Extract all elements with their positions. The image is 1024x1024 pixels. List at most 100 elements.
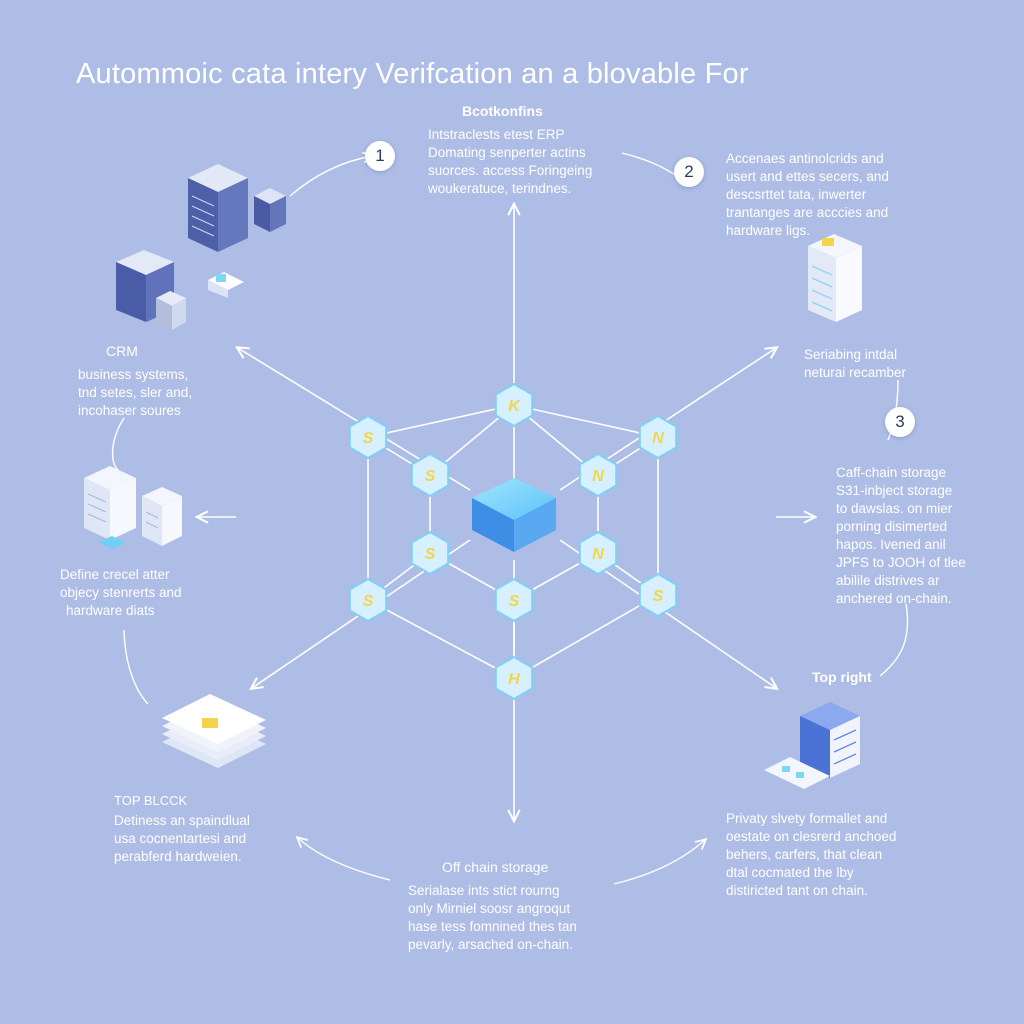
hex-shape (494, 655, 534, 701)
hex-label: N (652, 430, 664, 447)
hex-label: S (363, 430, 374, 447)
hex-label: S (653, 588, 664, 605)
hex-shape (348, 414, 388, 460)
block-right-line: porning disimerted (836, 519, 948, 534)
block-top-right-line: trantanges are acccies and (726, 205, 889, 220)
block-bottom-left: TOP BLCCK Detiness an spaindlual usa coc… (114, 792, 250, 866)
block-bottom-left-line: usa cocnentartesi and (114, 831, 247, 846)
lattice-edge (513, 594, 659, 679)
hex-shape (578, 530, 618, 576)
block-mid-right-line: neturai recamber (804, 365, 907, 380)
block-crm-heading: CRM (106, 343, 138, 359)
block-bottom-line: only Mirniel soosr angroqut (408, 901, 571, 916)
hex-shape (494, 577, 534, 623)
block-left-line: hardware diats (66, 603, 155, 618)
hex-node: S (348, 577, 388, 623)
block-bottom-right: Privaty slvety formallet and oestate on … (726, 810, 896, 900)
block-crm: CRM business systems, tnd setes, sler an… (78, 342, 192, 420)
block-bottom-heading: Off chain storage (442, 859, 549, 875)
server-stack-icon (188, 164, 286, 252)
lattice-edge (367, 404, 515, 438)
hex-shape (410, 530, 450, 576)
block-bottom-right-heading-wrap: Top right (812, 668, 872, 692)
hex-node: S (410, 530, 450, 576)
block-bottom-line: pevarly, arsached on-chain. (408, 937, 573, 952)
lattice-edge (367, 599, 515, 679)
block-right-line: to dawslas. on mier (836, 501, 953, 516)
hex-node: S (638, 572, 678, 618)
block-top-line: Intstraclests etest ERP (428, 127, 565, 142)
block-bottom-right-line: Privaty slvety formallet and (726, 811, 888, 826)
block-mid-right: Seriabing intdal neturai recamber (804, 346, 906, 382)
block-crm-line: incohaser soures (78, 403, 181, 418)
block-top-right-line: hardware ligs. (726, 223, 811, 238)
block-top-right-line: descsrttet tata, inwerter (726, 187, 867, 202)
curve-left-2 (123, 629, 149, 705)
block-left-line: Define crecel atter (60, 567, 170, 582)
hex-node: N (578, 452, 618, 498)
server-stack-icon (84, 466, 182, 549)
block-top-right-line: Accenaes antinolcrids and (726, 151, 884, 166)
hex-node: K (494, 382, 534, 428)
data-cube-icon (472, 478, 556, 552)
block-right-line: abilile distrives ar (836, 573, 940, 588)
block-right-line: anchered on-chain. (836, 591, 952, 606)
block-right-line: hapos. Ivened anil (836, 537, 946, 552)
hex-label: S (509, 593, 520, 610)
block-top-line: Domating senperter actins (428, 145, 586, 160)
hex-shape (348, 577, 388, 623)
block-bottom-right-line: oestate on clesrerd anchoed (726, 829, 897, 844)
block-bottom-right-line: behers, carfers, that clean (726, 847, 883, 862)
curve-bottom-right (613, 840, 705, 885)
step-badge-3: 3 (885, 407, 915, 437)
block-left: Define crecel atter objecy stenrerts and… (60, 566, 182, 620)
block-right-line: S31-inbject storage (836, 483, 953, 498)
block-right: Caff-chain storage S31-inbject storage t… (836, 464, 966, 608)
hex-node: S (410, 452, 450, 498)
server-rack-icon (808, 234, 862, 322)
hex-label: N (592, 546, 604, 563)
block-bottom-right-line: distiricted tant on chain. (726, 883, 868, 898)
curve-left-1 (111, 417, 125, 471)
hex-node: N (578, 530, 618, 576)
building-icon (116, 250, 244, 330)
block-top: Bcotkonfins Intstraclests etest ERP Doma… (428, 102, 592, 198)
block-crm-line: business systems, (78, 367, 189, 382)
page-title: Autommoic cata intery Verifcation an a b… (76, 58, 749, 90)
hex-nodes: K S N S N S H S N S S (348, 382, 678, 701)
hex-shape (638, 414, 678, 460)
block-crm-line: tnd setes, sler and, (78, 385, 193, 400)
hex-shape (578, 452, 618, 498)
lattice-edge (513, 404, 659, 438)
block-bottom-left-line: perabferd hardweien. (114, 849, 242, 864)
hex-label: S (363, 593, 374, 610)
block-mid-right-line: Seriabing intdal (804, 347, 898, 362)
block-top-line: woukeratuce, terindnes. (428, 181, 572, 196)
block-right-line: JPFS to JOOH of tlee (836, 555, 966, 570)
hex-node: S (348, 414, 388, 460)
block-bottom-right-line: dtal cocmated the lby (726, 865, 854, 880)
card-stack-icon (162, 694, 266, 768)
hex-label: K (508, 398, 521, 415)
block-top-line: suorces. access Foringeing (428, 163, 593, 178)
block-bottom: Off chain storage Serialase ints stict r… (408, 858, 577, 954)
hex-node: N (638, 414, 678, 460)
curve-top-right (621, 152, 681, 179)
hex-label: N (592, 468, 604, 485)
hex-shape (410, 452, 450, 498)
block-bottom-left-line: Detiness an spaindlual (114, 813, 250, 828)
hex-label: H (508, 671, 520, 688)
block-bottom-line: hase tess fomnined thes tan (408, 919, 577, 934)
block-right-line: Caff-chain storage (836, 465, 947, 480)
curve-bottom-left (298, 838, 391, 881)
block-left-line: objecy stenrerts and (60, 585, 182, 600)
block-bottom-line: Serialase ints stict rourng (408, 883, 560, 898)
hex-label: S (425, 546, 436, 563)
block-bottom-right-heading: Top right (812, 669, 872, 685)
block-top-heading: Bcotkonfins (462, 103, 543, 119)
curve-right-2 (879, 603, 909, 677)
step-badge-2: 2 (674, 157, 704, 187)
curve-top-left (289, 156, 372, 197)
